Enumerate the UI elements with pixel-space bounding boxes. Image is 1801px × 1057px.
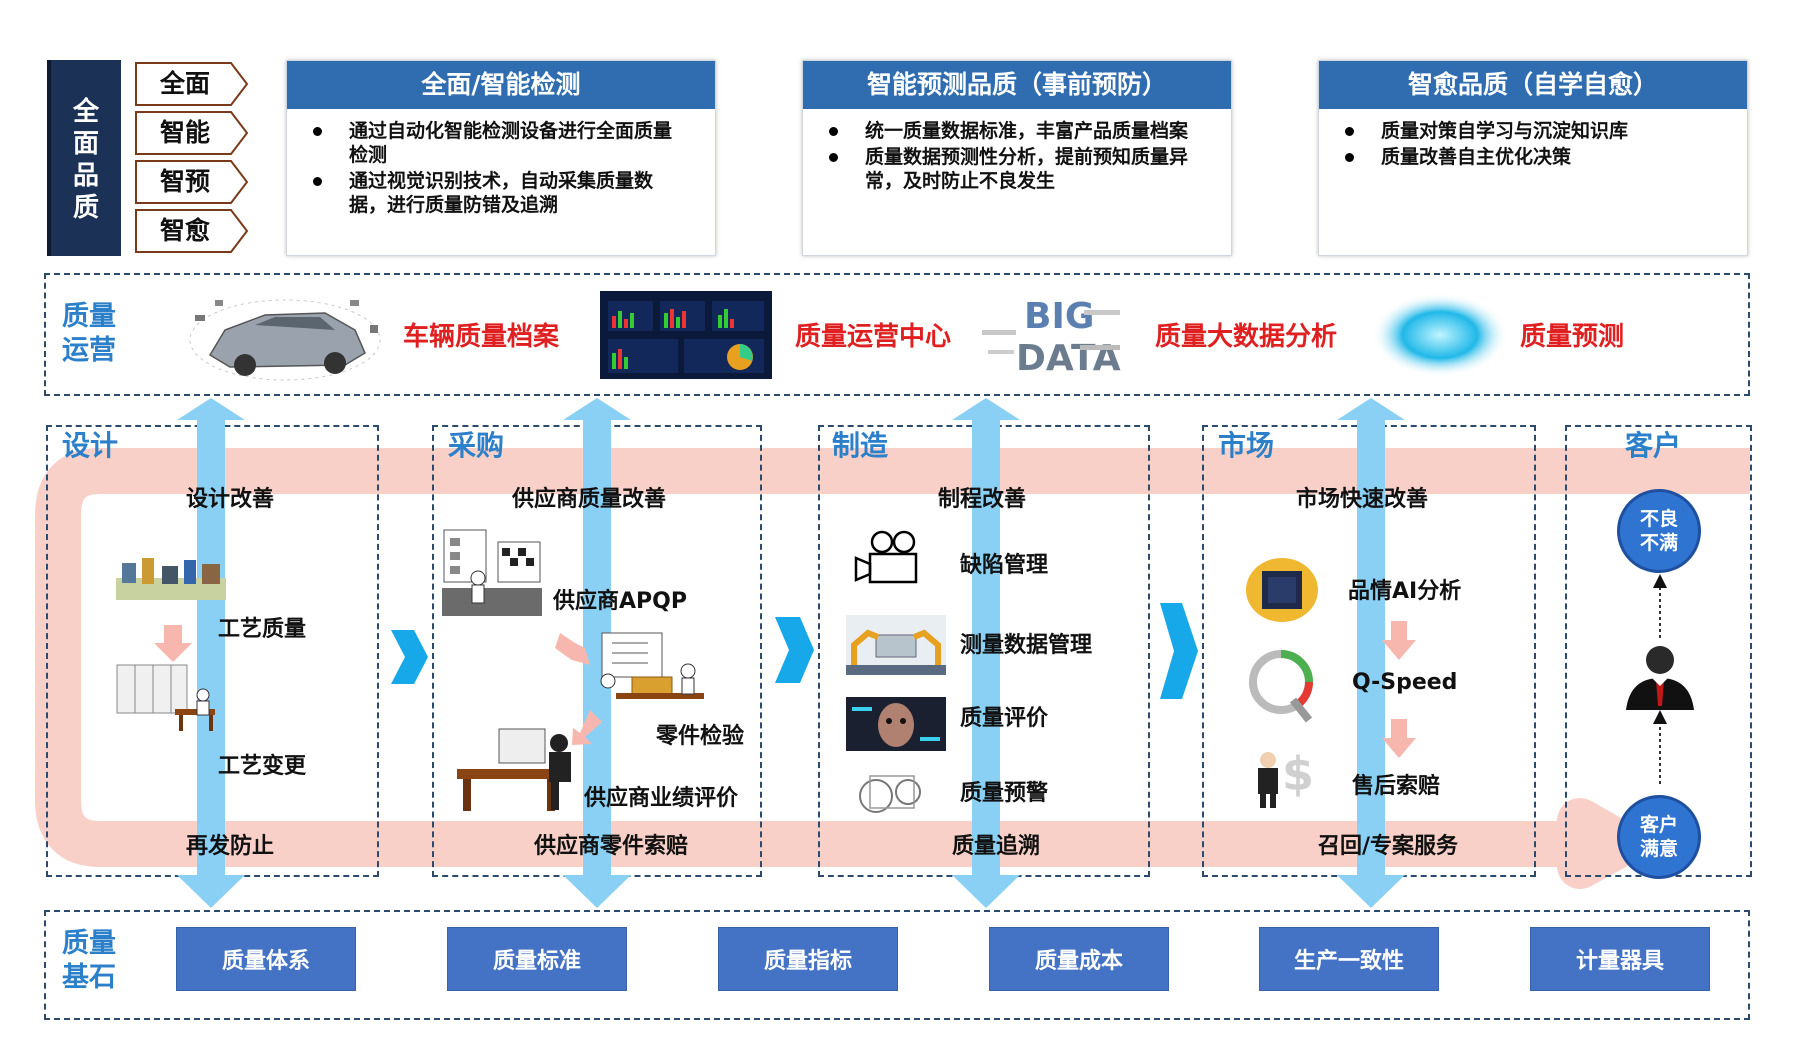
bullet: 通过视觉识别技术，自动采集质量数据，进行质量防错及追溯 (313, 169, 685, 217)
bullet: 质量数据预测性分析，提前预知质量异常，及时防止不良发生 (829, 145, 1201, 193)
face-scan-image (846, 697, 946, 751)
bigdata-data: DATA (1016, 338, 1121, 379)
foundation-measuring-instruments: 计量器具 (1530, 927, 1710, 991)
panel-detection: 全面/智能检测 通过自动化智能检测设备进行全面质量检测通过视觉识别技术，自动采集… (286, 60, 716, 256)
bigdata-big: BIG (1024, 296, 1094, 337)
side-title: 全面品质 (47, 60, 121, 256)
dashboard-image (600, 291, 772, 379)
tag-intelligent: 智能 (135, 111, 250, 155)
operations-center-label: 质量运营中心 (795, 322, 952, 352)
tag-heal: 智愈 (135, 209, 250, 253)
design-process-quality: 工艺质量 (218, 617, 307, 642)
workstation-image (116, 664, 215, 731)
flow-recall: 召回/专案服务 (1318, 834, 1459, 859)
customer-avatar (1626, 646, 1694, 710)
svg-text:$: $ (1282, 747, 1314, 801)
evaluation-image (457, 728, 571, 811)
panel-prediction: 智能预测品质（事前预防） 统一质量数据标准，丰富产品质量档案质量数据预测性分析，… (802, 60, 1232, 256)
prediction-label: 质量预测 (1520, 322, 1625, 352)
foundation-box (44, 910, 1750, 1020)
bullet: 统一质量数据标准，丰富产品质量档案 (829, 119, 1201, 143)
stage-label-purchase: 采购 (448, 429, 505, 462)
tag-comprehensive: 全面 (135, 62, 250, 106)
stage-label-market: 市场 (1218, 429, 1275, 462)
panel-title: 智愈品质（自学自愈） (1319, 61, 1747, 109)
q-speed-gauge-icon (1249, 650, 1314, 723)
mfg-defect-management: 缺陷管理 (960, 553, 1049, 578)
tag-predict: 智预 (135, 160, 250, 204)
inspection-image (600, 632, 704, 699)
bigdata-image: BIG DATA (982, 296, 1121, 379)
purchase-part-inspection: 零件检验 (656, 724, 745, 749)
mfg-quality-evaluation: 质量评价 (960, 706, 1049, 731)
bullet: 通过自动化智能检测设备进行全面质量检测 (313, 119, 685, 167)
flow-traceability: 质量追溯 (952, 834, 1041, 859)
purchase-apqp: 供应商APQP (553, 589, 687, 614)
robot-line-image (846, 615, 946, 675)
prediction-image (1372, 293, 1508, 377)
flow-process-improve: 制程改善 (938, 487, 1027, 512)
warning-gear-icon (859, 775, 921, 813)
market-ai-analysis: 品情AI分析 (1348, 579, 1462, 604)
flow-supplier-claim: 供应商零件索赔 (534, 834, 689, 859)
design-process-change: 工艺变更 (218, 754, 307, 779)
stage-label-customer: 客户 (1625, 429, 1682, 462)
mfg-measurement-data: 测量数据管理 (960, 633, 1093, 658)
stage-label-manufacturing: 制造 (832, 429, 889, 462)
market-after-sale-claim: 售后索赔 (1352, 774, 1441, 799)
process-line-image (116, 558, 226, 600)
foundation-quality-standard: 质量标准 (447, 927, 627, 991)
flow-prevent-recurrence: 再发防止 (186, 834, 275, 859)
bigdata-label: 质量大数据分析 (1155, 322, 1338, 352)
foundation-quality-cost: 质量成本 (989, 927, 1169, 991)
operations-label: 质量运营 (62, 301, 116, 366)
car-image (189, 299, 381, 381)
mfg-quality-warning: 质量预警 (960, 781, 1049, 806)
flow-supplier-improve: 供应商质量改善 (512, 487, 667, 512)
purchase-supplier-evaluation: 供应商业绩评价 (584, 786, 739, 811)
flow-design-improve: 设计改善 (186, 487, 275, 512)
satisfaction-circle: 客户满意 (1617, 795, 1701, 879)
apqp-image (442, 529, 542, 616)
foundation-quality-system: 质量体系 (176, 927, 356, 991)
foundation-quality-index: 质量指标 (718, 927, 898, 991)
panel-title: 智能预测品质（事前预防） (803, 61, 1231, 109)
stage-label-design: 设计 (62, 429, 119, 462)
foundation-label: 质量基石 (62, 928, 116, 993)
operations-box (44, 273, 1750, 396)
flow-market-improve: 市场快速改善 (1296, 487, 1429, 512)
dissatisfaction-circle: 不良不满 (1617, 489, 1701, 573)
market-q-speed: Q-Speed (1352, 670, 1458, 695)
foundation-production-consistency: 生产一致性 (1259, 927, 1439, 991)
camera-icon (854, 530, 918, 584)
bullet: 质量对策自学习与沉淀知识库 (1345, 119, 1717, 143)
panel-self-heal: 智愈品质（自学自愈） 质量对策自学习与沉淀知识库质量改善自主优化决策 (1318, 60, 1748, 256)
ai-brain-icon (1246, 558, 1318, 622)
vehicle-archive-label: 车辆质量档案 (403, 322, 560, 352)
claim-dollar-icon: $ (1258, 747, 1314, 808)
panel-title: 全面/智能检测 (287, 61, 715, 109)
bullet: 质量改善自主优化决策 (1345, 145, 1717, 169)
